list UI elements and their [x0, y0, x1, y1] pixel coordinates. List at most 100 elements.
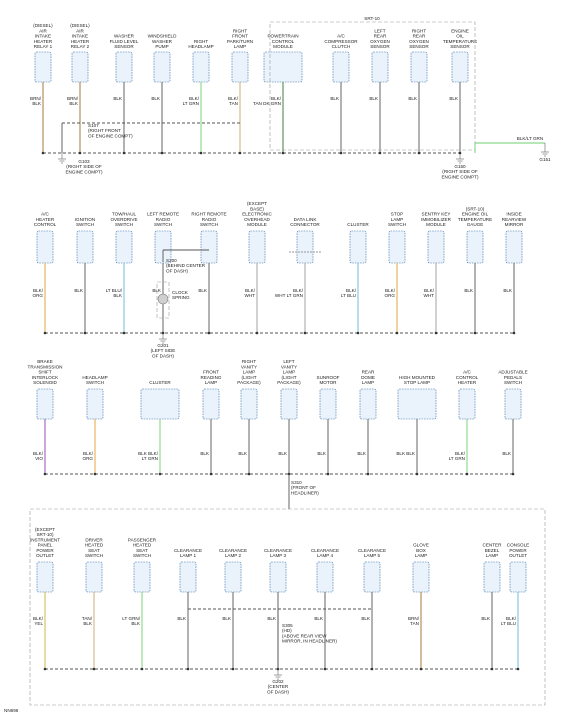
component	[397, 388, 437, 476]
wire-color-label: BLK	[369, 96, 379, 101]
component	[509, 561, 527, 671]
splice-dot	[395, 331, 399, 335]
wire-color-label: BRN/BLK	[30, 96, 42, 106]
component	[115, 230, 133, 335]
component	[85, 561, 103, 671]
component	[202, 388, 220, 476]
wire-color-label: BLK/WHT	[424, 288, 435, 298]
splice-dot	[417, 151, 421, 155]
splice-dot	[281, 151, 285, 155]
component	[280, 388, 298, 476]
component	[115, 51, 133, 155]
component-connector-box	[140, 388, 180, 420]
extra-wire-label: BLK/LT GRN	[517, 136, 543, 141]
component	[231, 51, 249, 155]
component	[36, 388, 54, 476]
component-connector-box	[231, 51, 249, 83]
component	[192, 51, 210, 155]
splice-dot	[92, 667, 96, 671]
component-connector-box	[371, 51, 389, 83]
component	[153, 51, 171, 155]
splice-dot	[490, 667, 494, 671]
wire-color-label: BLK	[314, 616, 324, 621]
component	[349, 230, 367, 335]
wire-color-label: BLK BLK/LT GRN	[138, 451, 159, 461]
diagram-row-2	[36, 230, 523, 335]
splice-dot	[43, 331, 47, 335]
splice-dot	[415, 472, 419, 476]
wire-color-label: BLK	[464, 288, 474, 293]
component	[133, 561, 151, 671]
component	[86, 388, 104, 476]
splice-dot	[473, 331, 477, 335]
component-connector-box	[86, 388, 104, 420]
wire-color-label: BLK	[113, 96, 123, 101]
wire-color-label: BLK	[357, 451, 367, 456]
ground-symbol	[274, 669, 282, 680]
wire-color-label: BLK	[361, 616, 371, 621]
component	[332, 51, 350, 155]
component	[410, 51, 428, 155]
splice-dot	[511, 472, 515, 476]
wire-color-label: BLK	[317, 451, 327, 456]
component-connector-box	[319, 388, 337, 420]
wire-color-label: BLK	[198, 288, 208, 293]
component	[76, 230, 94, 335]
component	[34, 51, 52, 155]
component-connector-box	[34, 51, 52, 83]
clock-spring-icon	[157, 293, 169, 305]
wire-color-label: BLK	[449, 96, 459, 101]
component-connector-box	[224, 561, 242, 593]
component	[179, 561, 197, 671]
component-connector-box	[153, 51, 171, 83]
component-connector-box	[296, 230, 314, 264]
component-connector-box	[192, 51, 210, 83]
splice-dot	[231, 667, 235, 671]
component	[483, 561, 501, 671]
splice-dot	[247, 472, 251, 476]
wire-color-label: BLK BLK	[396, 451, 416, 456]
component-connector-box	[115, 51, 133, 83]
wire-color-label: BLK	[222, 616, 232, 621]
wire-color-label: BLK	[74, 288, 84, 293]
corner-code: NN696	[4, 708, 19, 713]
wire-color-label: BLK/ORG	[83, 451, 94, 461]
splice-dot	[366, 472, 370, 476]
component-connector-box	[458, 388, 476, 420]
component-connector-box	[451, 51, 469, 83]
component	[36, 561, 54, 671]
component-connector-box	[115, 230, 133, 264]
component-connector-box	[36, 561, 54, 593]
wire-color-label: BRN/TAN	[408, 616, 420, 626]
component	[240, 388, 258, 476]
wire-color-label: BLK/YEL	[33, 616, 44, 626]
component	[505, 230, 523, 335]
wire-color-label: BLK/TAN DK GRN	[253, 96, 282, 106]
component-connector-box	[248, 230, 266, 264]
splice-dot	[419, 667, 423, 671]
